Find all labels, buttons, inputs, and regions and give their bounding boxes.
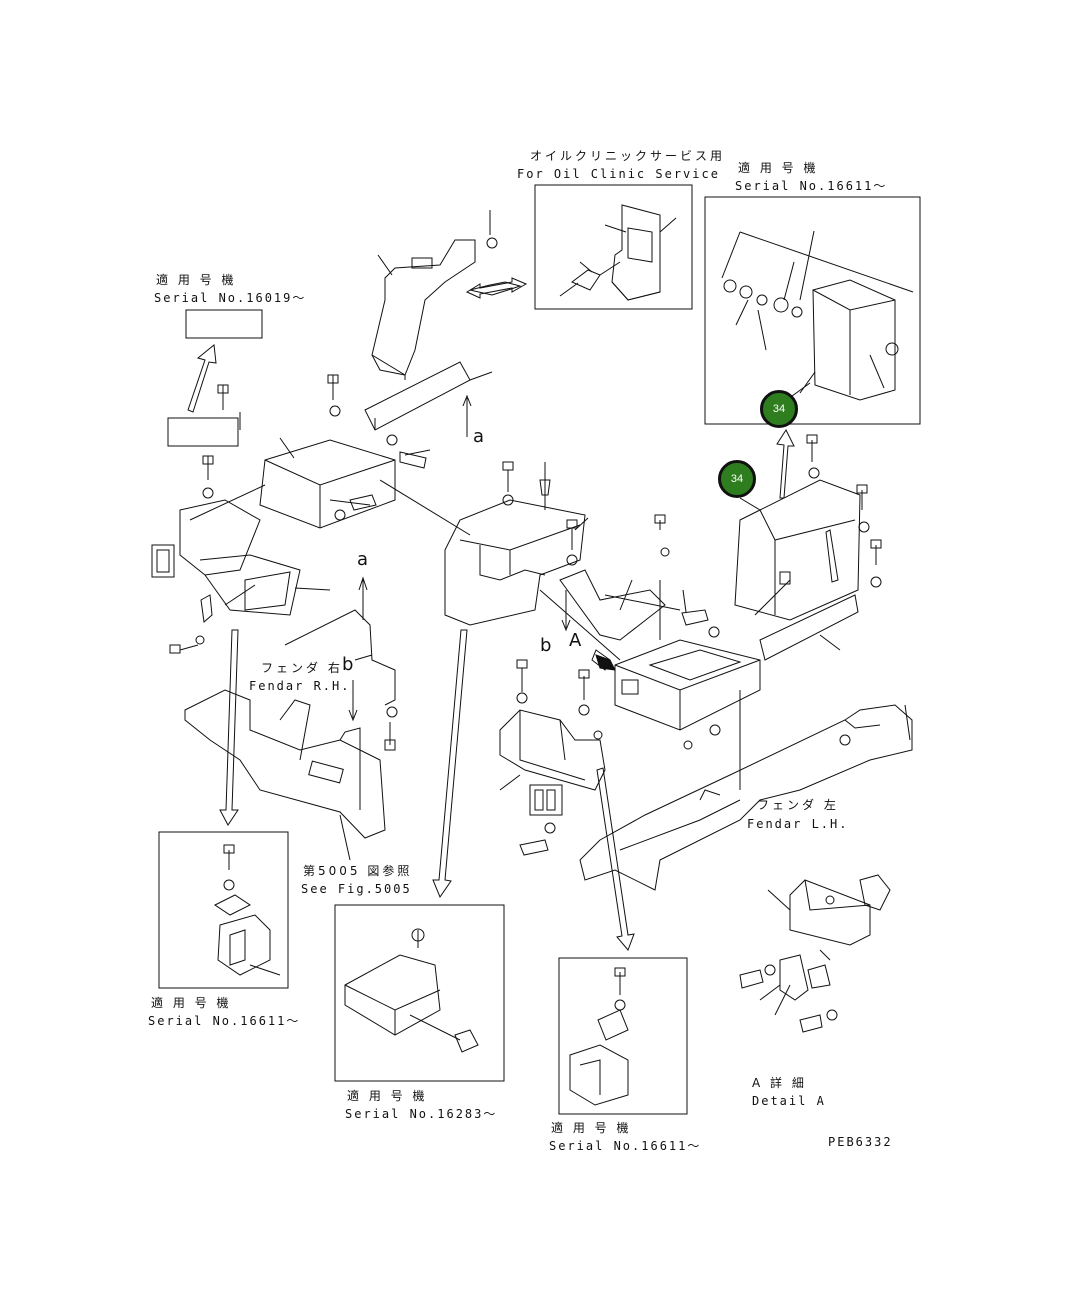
- serial-16019-part-box: [168, 418, 238, 446]
- serial-16611-bottom-jp: 適 用 号 機: [551, 1121, 632, 1135]
- serial-16283-jp: 適 用 号 機: [347, 1089, 428, 1103]
- oil-clinic-detail-box: [535, 185, 692, 309]
- controller-cover: [735, 435, 881, 660]
- part-callout-34-top[interactable]: 34: [760, 390, 798, 428]
- right-fender-assembly: [152, 435, 430, 615]
- view-label-a-upper: a: [473, 426, 485, 447]
- detail-a-parts: [740, 875, 890, 1032]
- drawing-number: PEB6332: [828, 1135, 893, 1149]
- fender-rh-en: Fendar R.H.: [249, 679, 351, 693]
- view-label-b-left: b: [342, 654, 354, 675]
- upper-cover-panel: [365, 210, 520, 430]
- left-bolts: [170, 375, 426, 653]
- center-console-bracket: [445, 462, 585, 625]
- oil-clinic-title-en: For Oil Clinic Service: [517, 167, 720, 181]
- serial-16611-left-detail-box: [159, 832, 288, 988]
- serial-16611-left-jp: 適 用 号 機: [151, 996, 232, 1010]
- view-label-b-right: b: [540, 635, 552, 656]
- serial-16283-en: Serial No.16283～: [345, 1107, 498, 1121]
- serial-16611-top-detail-box: [705, 197, 920, 424]
- view-label-a-lower: a: [357, 549, 369, 570]
- see-fig-jp: 第5005 図参照: [303, 864, 413, 878]
- fender-lh-jp: フェンダ 左: [757, 798, 839, 812]
- fender-lh-en: Fendar L.H.: [747, 817, 849, 831]
- left-fender-frame: [580, 705, 912, 890]
- serial-16611-left-en: Serial No.16611～: [148, 1014, 301, 1028]
- part-callout-34-main[interactable]: 34: [718, 460, 756, 498]
- transfer-arrows: [188, 278, 794, 950]
- detail-a-jp: A 詳 細: [752, 1076, 807, 1090]
- serial-16611-top-en: Serial No.16611～: [735, 179, 888, 193]
- serial-16283-detail-box: [335, 905, 504, 1081]
- serial-16611-bottom-detail-box: [559, 958, 687, 1114]
- center-bracket: [560, 570, 680, 640]
- inset-16611-bottom-parts: [570, 968, 628, 1105]
- oil-clinic-bracket: [560, 205, 676, 300]
- serial-16019-jp: 適 用 号 機: [156, 273, 237, 287]
- controller-unit: [575, 515, 760, 790]
- detail-a-en: Detail A: [752, 1094, 826, 1108]
- inset-16283-parts: [345, 929, 478, 1052]
- lower-battery-bracket: [500, 660, 605, 855]
- fender-rh-jp: フェンダ 右: [261, 661, 343, 675]
- serial-16019-small-box: [186, 310, 262, 338]
- serial-16611-top-parts: [722, 231, 913, 400]
- serial-16611-bottom-en: Serial No.16611～: [549, 1139, 702, 1153]
- view-label-A: A: [569, 630, 582, 651]
- inset-left-parts: [215, 845, 280, 975]
- oil-clinic-title-jp: オイルクリニックサービス用: [530, 149, 726, 163]
- right-fender-frame: [185, 610, 397, 838]
- view-arrows: [340, 396, 570, 860]
- serial-16611-top-jp: 適 用 号 機: [738, 161, 819, 175]
- serial-16019-en: Serial No.16019～: [154, 291, 307, 305]
- see-fig-en: See Fig.5005: [301, 882, 412, 896]
